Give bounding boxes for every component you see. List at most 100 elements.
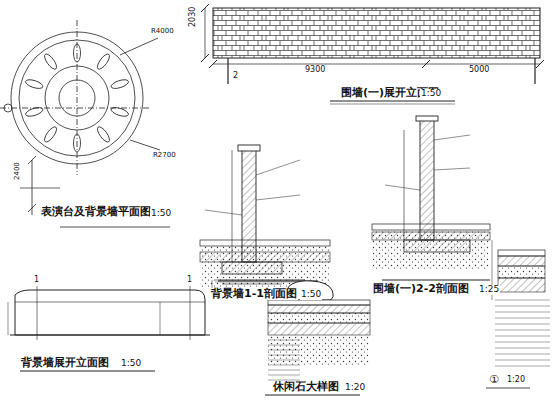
drawing-stroke xyxy=(28,204,36,212)
drawing-stroke xyxy=(42,125,58,144)
drawing-stroke xyxy=(498,266,545,278)
dimension: 9300 xyxy=(304,66,326,75)
section-mark: 1 xyxy=(33,276,40,285)
scale-note: 1:50 xyxy=(300,290,322,300)
drawing-stroke xyxy=(268,323,370,335)
drawing-stroke xyxy=(416,116,438,121)
drawing-stroke xyxy=(4,104,12,112)
drawing-stroke xyxy=(95,125,111,144)
drawing-stroke xyxy=(495,324,550,325)
drawing-stroke xyxy=(422,60,430,68)
drawing-stroke xyxy=(268,345,300,346)
drawing-stroke xyxy=(130,140,160,150)
drawing-stroke xyxy=(37,286,38,340)
drawing-stroke xyxy=(486,388,530,389)
drawing-stroke xyxy=(20,188,60,189)
drawing-stroke xyxy=(238,145,260,151)
drawing-stroke xyxy=(200,252,330,262)
drawing-stroke xyxy=(190,286,191,340)
drawing-stroke xyxy=(268,313,370,323)
drawing-stroke xyxy=(495,366,550,367)
drawing-stroke xyxy=(200,240,330,246)
dimension: 2400 xyxy=(14,161,22,181)
drawing-stroke xyxy=(20,371,155,372)
section-1-1 xyxy=(200,145,330,292)
view-title: 背景墙展开立面图 xyxy=(20,357,110,369)
drawing-stroke xyxy=(498,250,545,256)
drawing-stroke xyxy=(495,354,550,355)
drawing-stroke xyxy=(32,160,33,215)
drawing-stroke xyxy=(201,54,209,62)
view-title: 围墙(一)2-2剖面图 xyxy=(372,283,470,295)
drawing-stroke xyxy=(15,290,205,335)
drawing-stroke xyxy=(268,340,300,380)
drawing-stroke xyxy=(25,78,44,90)
drawing-stroke xyxy=(404,240,470,252)
drawing-stroke xyxy=(256,160,300,175)
drawing-stroke xyxy=(95,52,111,71)
drawing-stroke xyxy=(242,150,256,262)
drawing-stroke xyxy=(205,210,242,215)
drawing-stroke xyxy=(205,8,206,58)
drawing-stroke xyxy=(268,355,300,356)
scale-note: 1:50 xyxy=(420,89,442,99)
dimension: R4000 xyxy=(150,28,175,36)
drawing-stroke xyxy=(495,300,550,366)
scale-note: 1:20 xyxy=(344,383,366,393)
drawing-stroke xyxy=(213,64,540,65)
drawing-stroke xyxy=(268,365,300,366)
dimension: 5000 xyxy=(468,66,490,75)
drawing-stroke xyxy=(495,342,550,343)
drawing-stroke xyxy=(0,108,150,109)
drawing-stroke xyxy=(268,335,370,365)
drawing-stroke xyxy=(215,280,305,281)
drawing-stroke xyxy=(420,120,434,240)
drawing-stroke xyxy=(268,360,300,361)
drawing-stroke xyxy=(498,278,545,292)
drawing-stroke xyxy=(268,375,300,376)
drawing-stroke xyxy=(382,280,490,281)
detail-number: ① xyxy=(488,374,500,386)
background-wall-elevation xyxy=(8,286,210,371)
drawing-stroke xyxy=(201,4,209,12)
drawing-stroke xyxy=(110,78,129,90)
drawing-stroke xyxy=(268,350,300,351)
paving-detail xyxy=(486,240,550,388)
scale-note: 1:25 xyxy=(478,285,500,295)
drawing-stroke xyxy=(77,20,78,175)
drawing-stroke xyxy=(498,256,545,266)
drawing-stroke xyxy=(495,336,550,337)
drawing-stroke xyxy=(28,156,36,164)
drawing-stroke xyxy=(227,58,228,84)
drawing-stroke xyxy=(330,101,455,102)
drawing-stroke xyxy=(268,340,300,341)
drawing-stroke xyxy=(222,262,282,274)
drawing-stroke xyxy=(160,302,161,335)
drawing-stroke xyxy=(268,370,300,371)
drawing-stroke xyxy=(60,227,170,228)
scale-note: 1:20 xyxy=(506,376,526,385)
drawing-stroke xyxy=(268,300,370,305)
drawing-stroke xyxy=(495,300,550,301)
drawing-stroke xyxy=(222,284,282,285)
dimension: R2700 xyxy=(152,152,177,160)
drawing-stroke xyxy=(268,305,370,313)
wall-elevation xyxy=(201,4,544,104)
drawing-stroke xyxy=(495,348,550,349)
drawing-stroke xyxy=(256,195,300,200)
drawing-stroke xyxy=(213,8,540,58)
view-title: 表演台及背景墙平面图 xyxy=(40,206,152,218)
drawing-stroke xyxy=(8,302,9,335)
drawing-stroke xyxy=(495,330,550,331)
drawing-stroke xyxy=(215,282,305,283)
drawing-stroke xyxy=(385,185,420,190)
drawing-stroke xyxy=(265,395,360,396)
drawing-stroke xyxy=(15,302,205,303)
dimension: 2030 xyxy=(189,6,198,28)
section-mark: 1 xyxy=(186,276,193,285)
section-2-2 xyxy=(372,116,490,280)
section-mark: 2 xyxy=(232,72,239,81)
scale-note: 1:50 xyxy=(120,359,142,369)
drawing-stroke xyxy=(434,168,470,170)
